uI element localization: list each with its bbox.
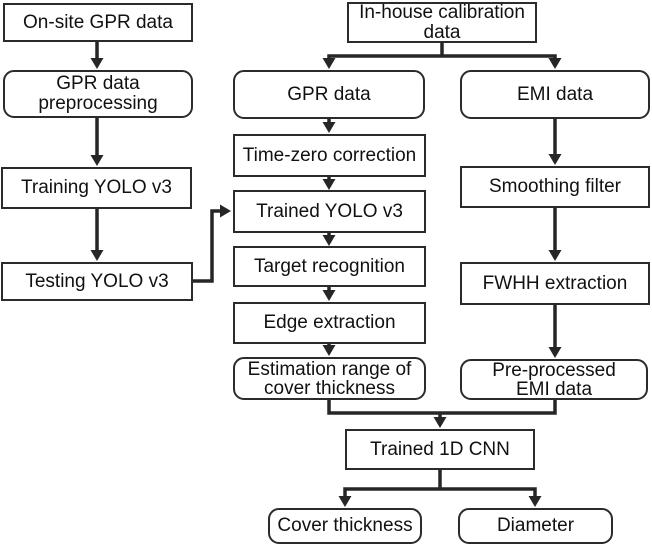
arrow-testing-to-trained-yolo (192, 204, 231, 283)
node-time-zero-correction: Time-zero correction (233, 134, 426, 177)
node-onsite-gpr-data: On-site GPR data (3, 3, 193, 42)
arrow-gprdata-to-timezero (322, 119, 336, 133)
node-testing-yolo-v3: Testing YOLO v3 (1, 262, 193, 301)
node-estimation-range: Estimation range of cover thickness (233, 357, 426, 400)
arrow-edge-to-estimation (322, 344, 336, 356)
node-edge-extraction: Edge extraction (233, 302, 426, 344)
arrow-cnn-split (338, 470, 542, 507)
node-preprocessed-emi-data: Pre-processed EMI data (460, 359, 648, 400)
arrow-training-to-testing (90, 209, 104, 261)
node-gpr-data: GPR data (233, 70, 425, 119)
node-diameter: Diameter (458, 508, 613, 544)
node-trained-1d-cnn: Trained 1D CNN (345, 429, 535, 470)
node-smoothing-filter: Smoothing filter (460, 166, 650, 208)
arrow-merge-to-cnn (327, 400, 557, 428)
arrow-smoothing-to-fwhh (548, 208, 562, 261)
arrow-target-to-edge (322, 287, 336, 301)
arrow-emidata-to-smoothing (548, 119, 562, 165)
node-gpr-data-preprocessing: GPR data preprocessing (3, 70, 193, 118)
arrow-onsite-to-preprocessing (90, 42, 104, 69)
node-training-yolo-v3: Training YOLO v3 (1, 167, 192, 209)
node-inhouse-calibration-data: In-house calibration data (347, 2, 537, 43)
arrow-calibration-split (322, 43, 562, 69)
node-fwhh-extraction: FWHH extraction (460, 262, 650, 305)
node-emi-data: EMI data (460, 70, 650, 119)
arrow-fwhh-to-preprocessed (548, 305, 562, 358)
arrow-preprocessing-to-training (90, 118, 104, 166)
node-cover-thickness: Cover thickness (268, 508, 422, 544)
node-target-recognition: Target recognition (233, 246, 426, 287)
arrow-trainedyolo-to-target (322, 233, 336, 246)
arrow-timezero-to-trainedyolo (322, 177, 336, 190)
node-trained-yolo-v3: Trained YOLO v3 (233, 190, 426, 233)
